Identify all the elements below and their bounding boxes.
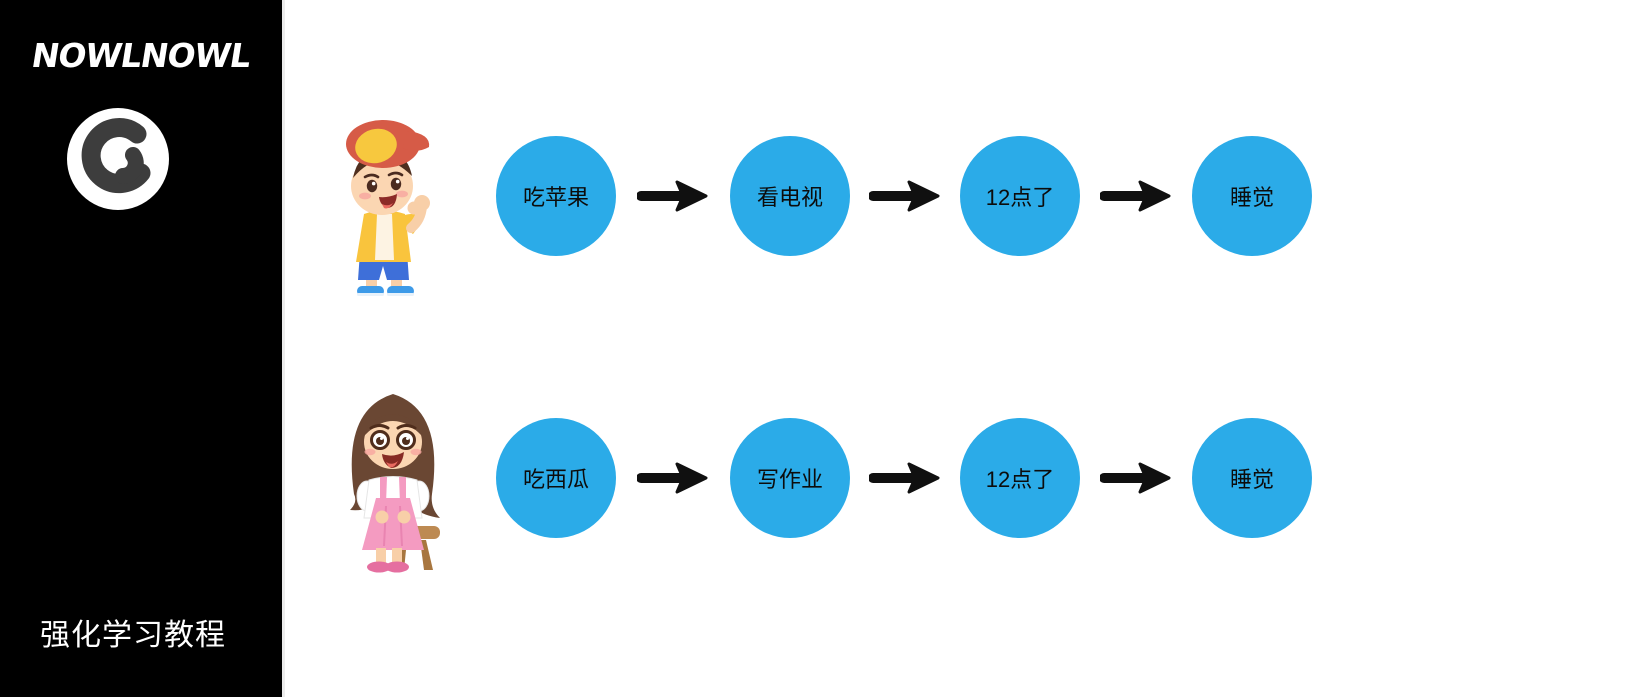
sidebar: NOWLNOWL 强化学习教程 <box>0 0 285 697</box>
sidebar-tagline: 强化学习教程 <box>40 619 226 652</box>
flow-node: 吃西瓜 <box>496 418 616 538</box>
swirl-g-logo-icon <box>66 107 170 211</box>
girl-sitting-cartoon <box>334 376 452 581</box>
brand-logotype: NOWLNOWL <box>28 36 254 75</box>
flow-node: 吃苹果 <box>496 136 616 256</box>
arrow-right-icon <box>636 179 709 213</box>
flow-node: 睡觉 <box>1192 418 1312 538</box>
flow-node-label: 12点了 <box>985 467 1055 492</box>
flow-node: 12点了 <box>960 418 1080 538</box>
arrow-right-icon <box>868 461 941 495</box>
flow-node-label: 睡觉 <box>1229 467 1274 492</box>
flow-node: 写作业 <box>730 418 850 538</box>
flow-node-label: 吃西瓜 <box>522 467 589 492</box>
flow-node: 12点了 <box>960 136 1080 256</box>
boy-waving-cartoon <box>332 104 434 303</box>
arrow-right-icon <box>636 461 709 495</box>
flow-node-label: 看电视 <box>756 185 823 210</box>
flow-node-label: 12点了 <box>985 185 1055 210</box>
arrow-right-icon <box>868 179 941 213</box>
flow-node-label: 睡觉 <box>1229 185 1274 210</box>
arrow-right-icon <box>1099 461 1172 495</box>
flow-node: 看电视 <box>730 136 850 256</box>
flow-node: 睡觉 <box>1192 136 1312 256</box>
flow-node-label: 写作业 <box>756 467 823 492</box>
arrow-right-icon <box>1099 179 1172 213</box>
flow-node-label: 吃苹果 <box>522 185 589 210</box>
